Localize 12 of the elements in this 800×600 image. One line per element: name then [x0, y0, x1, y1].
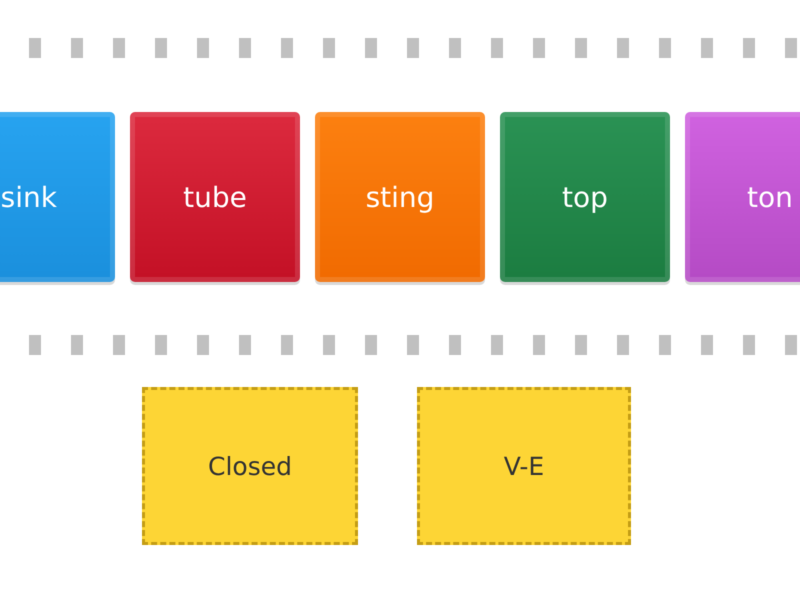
word-label: ton — [747, 180, 793, 214]
word-label: tube — [183, 180, 247, 214]
word-card — [500, 112, 670, 282]
drop-zone — [142, 387, 358, 545]
word-label: sink — [0, 180, 57, 214]
word-card — [315, 112, 485, 282]
word-card — [130, 112, 300, 282]
category-label: Closed — [208, 452, 292, 480]
category-label: V-E — [504, 452, 544, 480]
drop-zone — [417, 387, 631, 545]
word-label: top — [562, 180, 608, 214]
word-label: sting — [366, 180, 434, 214]
